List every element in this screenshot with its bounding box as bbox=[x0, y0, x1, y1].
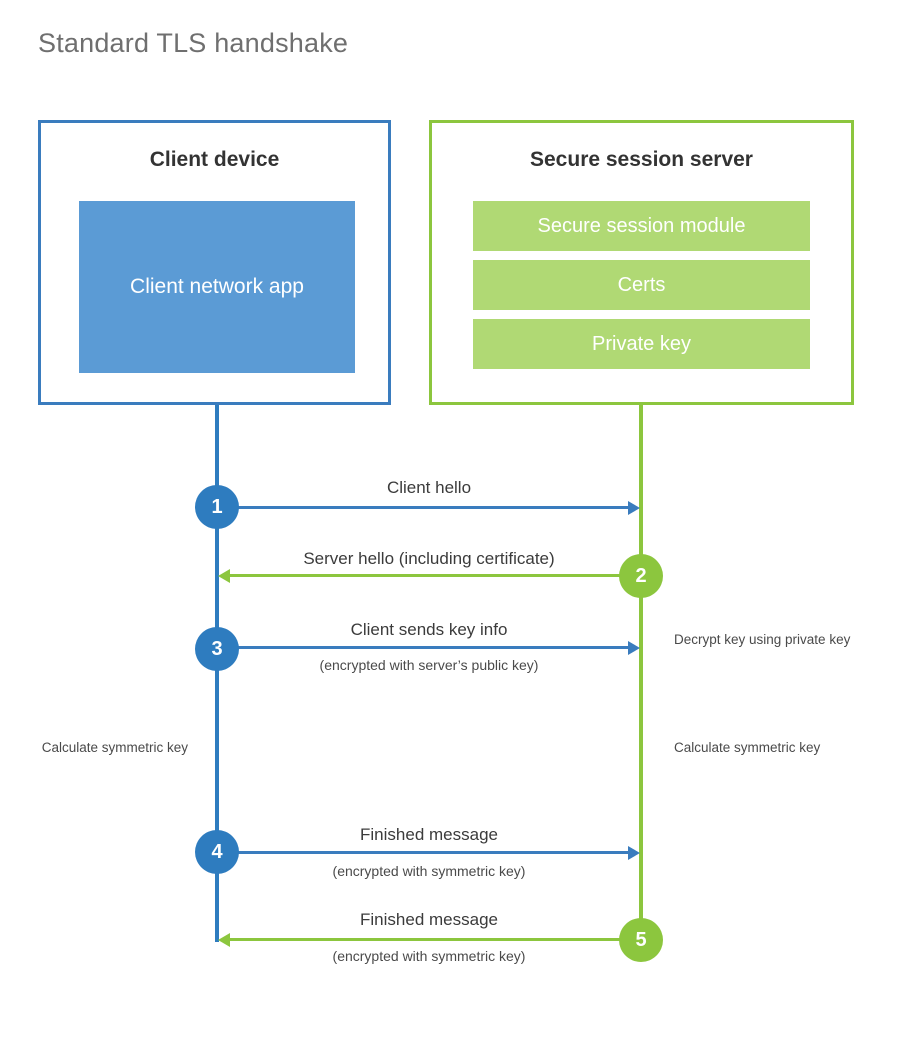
step-5-label: Finished message bbox=[360, 910, 498, 929]
client-device-box: Client device Client network app bbox=[38, 120, 391, 405]
step-4-marker[interactable]: 4 bbox=[195, 830, 239, 874]
server-lifeline bbox=[639, 405, 643, 942]
step-1-label: Client hello bbox=[386, 478, 472, 497]
arrow-head-right-icon bbox=[628, 500, 640, 515]
client-lifeline bbox=[215, 405, 219, 942]
step-1-marker[interactable]: 1 bbox=[195, 485, 239, 529]
server-component-secure-session-module: Secure session module bbox=[473, 201, 810, 251]
step-4-label: Finished message bbox=[360, 825, 498, 844]
server-component-stack: Secure session module Certs Private key bbox=[473, 201, 810, 369]
step-5-sublabel: (encrypted with symmetric key) bbox=[332, 948, 526, 964]
note-server-calculate-symmetric-key: Calculate symmetric key bbox=[674, 740, 821, 755]
step-3-marker[interactable]: 3 bbox=[195, 627, 239, 671]
note-decrypt-key: Decrypt key using private key bbox=[674, 632, 851, 647]
arrow-head-right-icon bbox=[628, 845, 640, 860]
step-3-arrow bbox=[217, 640, 640, 655]
step-3-label: Client sends key info bbox=[350, 620, 508, 639]
step-3-sublabel: (encrypted with server’s public key) bbox=[319, 657, 539, 673]
arrow-head-left-icon bbox=[218, 568, 230, 583]
step-5-arrow bbox=[218, 932, 641, 947]
client-device-title: Client device bbox=[149, 148, 280, 171]
step-4-sublabel: (encrypted with symmetric key) bbox=[332, 863, 526, 879]
server-component-private-key: Private key bbox=[473, 319, 810, 369]
step-2-marker[interactable]: 2 bbox=[619, 554, 663, 598]
page-title: Standard TLS handshake bbox=[38, 28, 349, 58]
server-component-certs: Certs bbox=[473, 260, 810, 310]
arrow-head-left-icon bbox=[218, 932, 230, 947]
step-4-arrow bbox=[217, 845, 640, 860]
note-client-calculate-symmetric-key: Calculate symmetric key bbox=[41, 740, 188, 755]
step-2-arrow bbox=[218, 568, 641, 583]
client-network-app-block: Client network app bbox=[79, 201, 355, 373]
step-2-label: Server hello (including certificate) bbox=[303, 549, 555, 568]
step-5-marker[interactable]: 5 bbox=[619, 918, 663, 962]
step-1-arrow bbox=[217, 500, 640, 515]
arrow-head-right-icon bbox=[628, 640, 640, 655]
secure-session-server-title: Secure session server bbox=[530, 148, 753, 171]
secure-session-server-box: Secure session server Secure session mod… bbox=[429, 120, 854, 405]
